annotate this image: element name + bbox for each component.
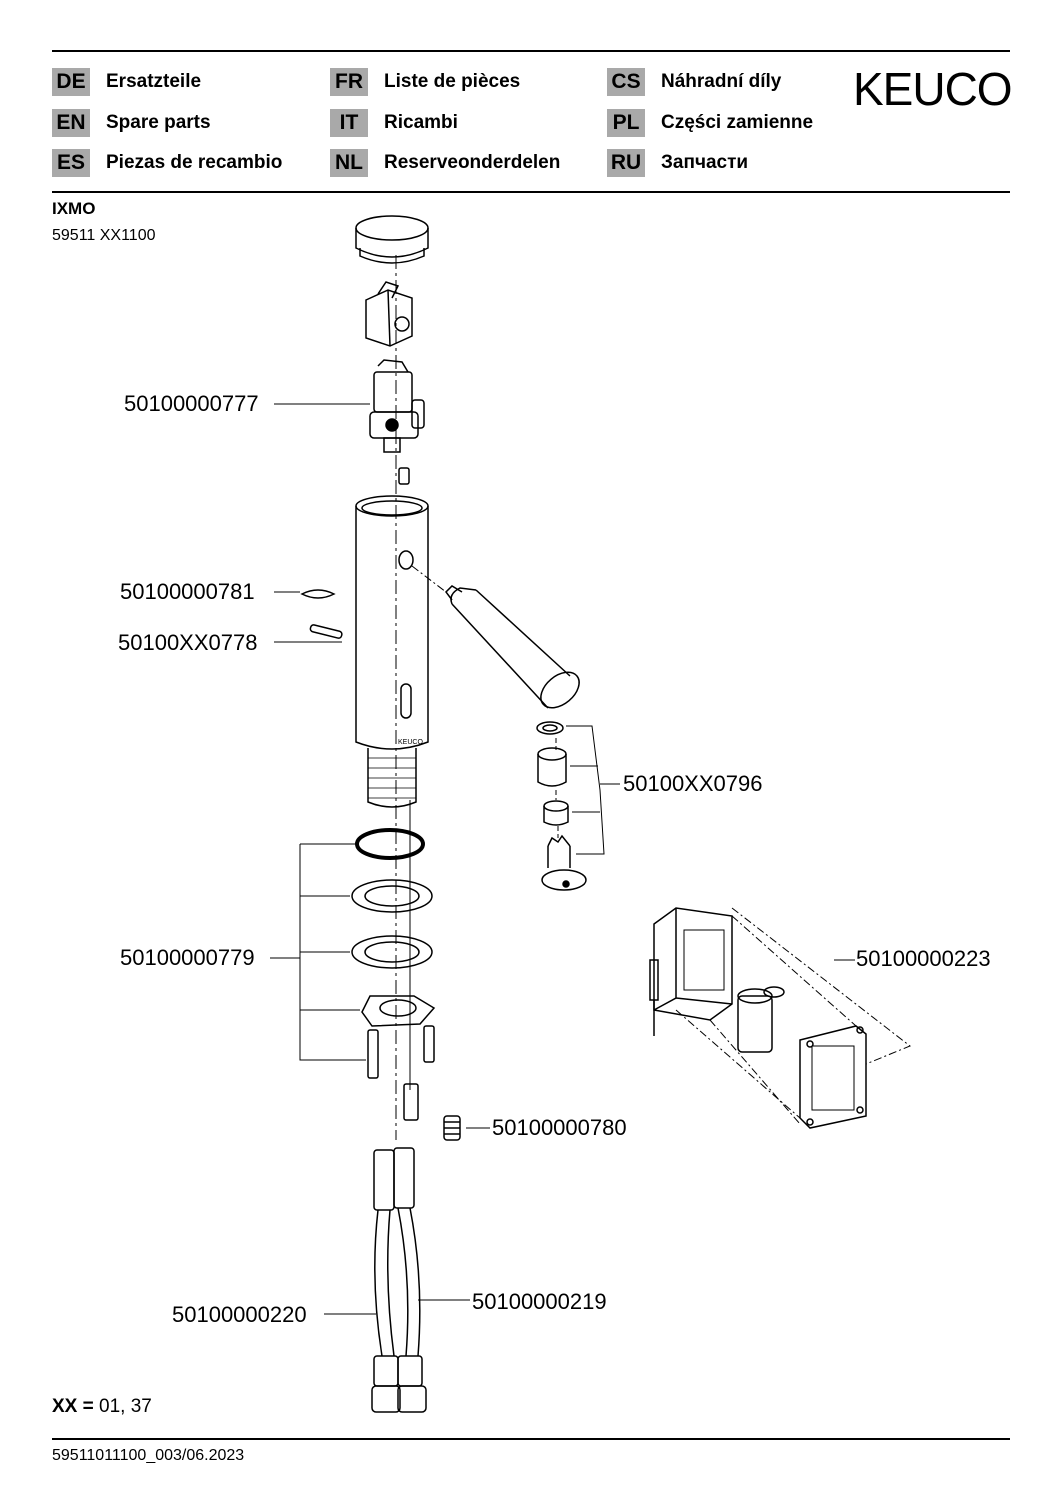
lang-label: Ricambi [384, 112, 458, 133]
cable-connector [403, 1083, 419, 1121]
part-label-223: 50100000223 [856, 946, 991, 971]
lang-label: Części zamienne [661, 112, 814, 133]
faucet-body [355, 495, 429, 808]
body-logo: KEUCO [398, 739, 423, 746]
lang-label: Запчасти [661, 152, 749, 173]
lang-code: EN [52, 109, 90, 137]
lang-code: CS [607, 68, 645, 96]
lang-label: Liste de pièces [384, 71, 521, 92]
lang-label: Náhradní díly [661, 71, 782, 92]
part-label-220: 50100000220 [172, 1302, 307, 1327]
part-label-781: 50100000781 [120, 579, 255, 604]
lang-de: DE Ersatzteile [52, 67, 201, 97]
lang-code: FR [330, 68, 368, 96]
lang-label: Spare parts [106, 112, 211, 133]
part-label-777: 50100000777 [124, 391, 259, 416]
lang-code: DE [52, 68, 90, 96]
variant-key: XX [52, 1396, 78, 1417]
cap-part [355, 215, 429, 264]
lang-ru: RU Запчасти [607, 148, 748, 178]
part-label-778: 50100XX0778 [118, 630, 258, 655]
lang-es: ES Piezas de recambio [52, 148, 282, 178]
lang-label: Ersatzteile [106, 71, 202, 92]
washer-781 [300, 589, 336, 599]
supply-hoses [371, 1147, 427, 1413]
product-name: IXMO [52, 199, 96, 218]
lang-code: IT [330, 109, 368, 137]
variant-legend: XX = 01, 37 [52, 1396, 152, 1418]
top-rule [52, 50, 1010, 52]
pin-778 [309, 624, 343, 639]
variant-values: 01, 37 [99, 1396, 152, 1417]
header-bottom-rule [52, 191, 1010, 193]
control-box [649, 907, 911, 1129]
part-label-796: 50100XX0796 [623, 771, 763, 796]
part-label-779: 50100000779 [120, 945, 255, 970]
lang-fr: FR Liste de pièces [330, 67, 520, 97]
part-label-219: 50100000219 [472, 1289, 607, 1314]
lang-label: Piezas de recambio [106, 152, 283, 173]
lang-code: NL [330, 149, 368, 177]
lang-it: IT Ricambi [330, 108, 458, 138]
lang-code: ES [52, 149, 90, 177]
aerator-group [536, 721, 605, 891]
footer-rule [52, 1438, 1010, 1440]
document-id: 59511011100_003/06.2023 [52, 1447, 245, 1464]
gasket-set [299, 828, 436, 1079]
article-number: 59511 XX1100 [52, 227, 156, 244]
plug-part [443, 1115, 461, 1141]
bracket-part [365, 281, 413, 347]
lang-code: PL [607, 109, 645, 137]
lang-pl: PL Części zamienne [607, 108, 813, 138]
lang-nl: NL Reserveonderdelen [330, 148, 560, 178]
lang-code: RU [607, 149, 645, 177]
small-fitting [398, 467, 410, 485]
valve-part [369, 359, 425, 453]
lang-en: EN Spare parts [52, 108, 211, 138]
lang-cs: CS Náhradní díly [607, 67, 781, 97]
lang-label: Reserveonderdelen [384, 152, 561, 173]
brand-logo: KEUCO [853, 63, 1013, 115]
part-label-780: 50100000780 [492, 1115, 627, 1140]
variant-sep: = [77, 1396, 100, 1417]
spout-part [445, 585, 580, 709]
